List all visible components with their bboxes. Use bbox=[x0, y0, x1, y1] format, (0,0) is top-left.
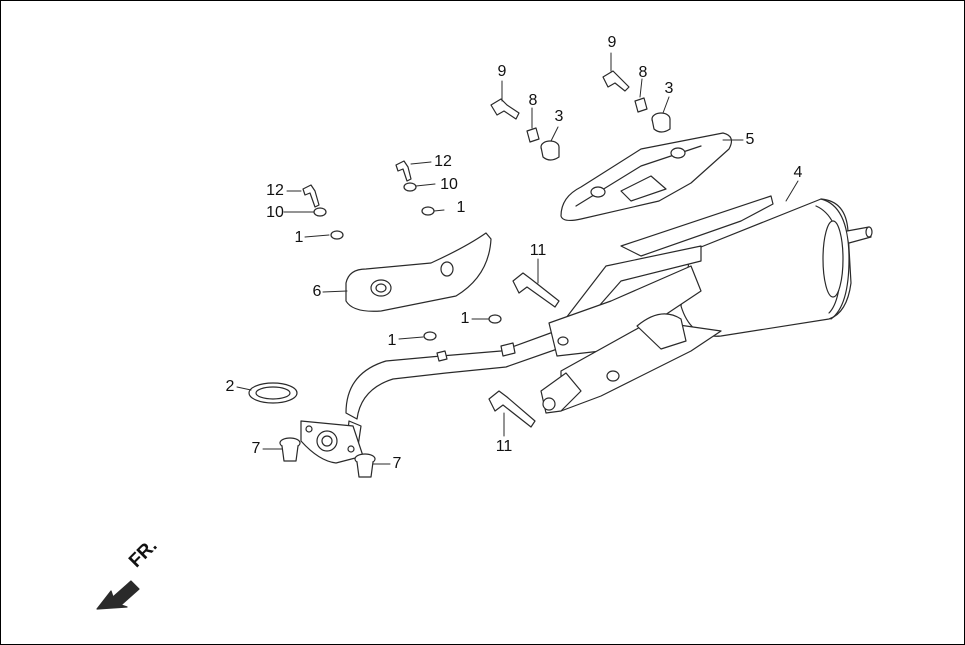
callout-3: 3 bbox=[554, 108, 564, 125]
callout-1: 1 bbox=[294, 229, 304, 246]
callout-12: 12 bbox=[266, 182, 284, 199]
gasket-part bbox=[248, 382, 298, 404]
washer-part-1c bbox=[423, 331, 437, 341]
collar-part-8a bbox=[526, 127, 540, 143]
washer-part-10b bbox=[403, 182, 417, 192]
bolt-part-12a bbox=[302, 184, 320, 208]
bolt-part-lower bbox=[488, 390, 536, 428]
bolt-part-12b bbox=[395, 160, 412, 182]
washer-part-10a bbox=[313, 207, 327, 217]
callout-6: 6 bbox=[312, 283, 322, 300]
rubber-mount-part-3a bbox=[540, 140, 560, 161]
bolt-part-upper bbox=[512, 272, 560, 308]
bolt-part-9b bbox=[602, 70, 630, 92]
callout-1: 1 bbox=[460, 310, 470, 327]
collar-part-8b bbox=[634, 97, 648, 113]
callout-9: 9 bbox=[607, 34, 617, 51]
callout-10: 10 bbox=[266, 204, 284, 221]
callout-11: 11 bbox=[529, 242, 547, 259]
callout-9: 9 bbox=[497, 63, 507, 80]
muffler-part bbox=[620, 195, 873, 337]
washer-part-1a bbox=[330, 230, 344, 240]
callout-2: 2 bbox=[225, 378, 235, 395]
rubber-mount-part-3b bbox=[651, 112, 671, 133]
callout-5: 5 bbox=[745, 131, 755, 148]
callout-8: 8 bbox=[528, 92, 538, 109]
leader-lines bbox=[236, 52, 799, 465]
exhaust-pipe bbox=[300, 245, 722, 464]
bolt-part-9a bbox=[490, 98, 520, 120]
heat-shield-part bbox=[345, 232, 492, 312]
callout-11: 11 bbox=[495, 438, 513, 455]
callout-1: 1 bbox=[456, 199, 466, 216]
callout-7: 7 bbox=[251, 440, 261, 457]
callout-3: 3 bbox=[664, 80, 674, 97]
callout-12: 12 bbox=[434, 153, 452, 170]
nut-part-left bbox=[279, 437, 301, 462]
nut-part-right bbox=[354, 453, 376, 478]
front-direction-arrow bbox=[96, 580, 140, 610]
callout-4: 4 bbox=[793, 164, 803, 181]
callout-7: 7 bbox=[392, 455, 402, 472]
washer-part-1d bbox=[488, 314, 502, 324]
washer-part-1b bbox=[421, 206, 435, 216]
heat-protector-part bbox=[560, 132, 733, 222]
callout-10: 10 bbox=[440, 176, 458, 193]
callout-1: 1 bbox=[387, 332, 397, 349]
callout-8: 8 bbox=[638, 64, 648, 81]
